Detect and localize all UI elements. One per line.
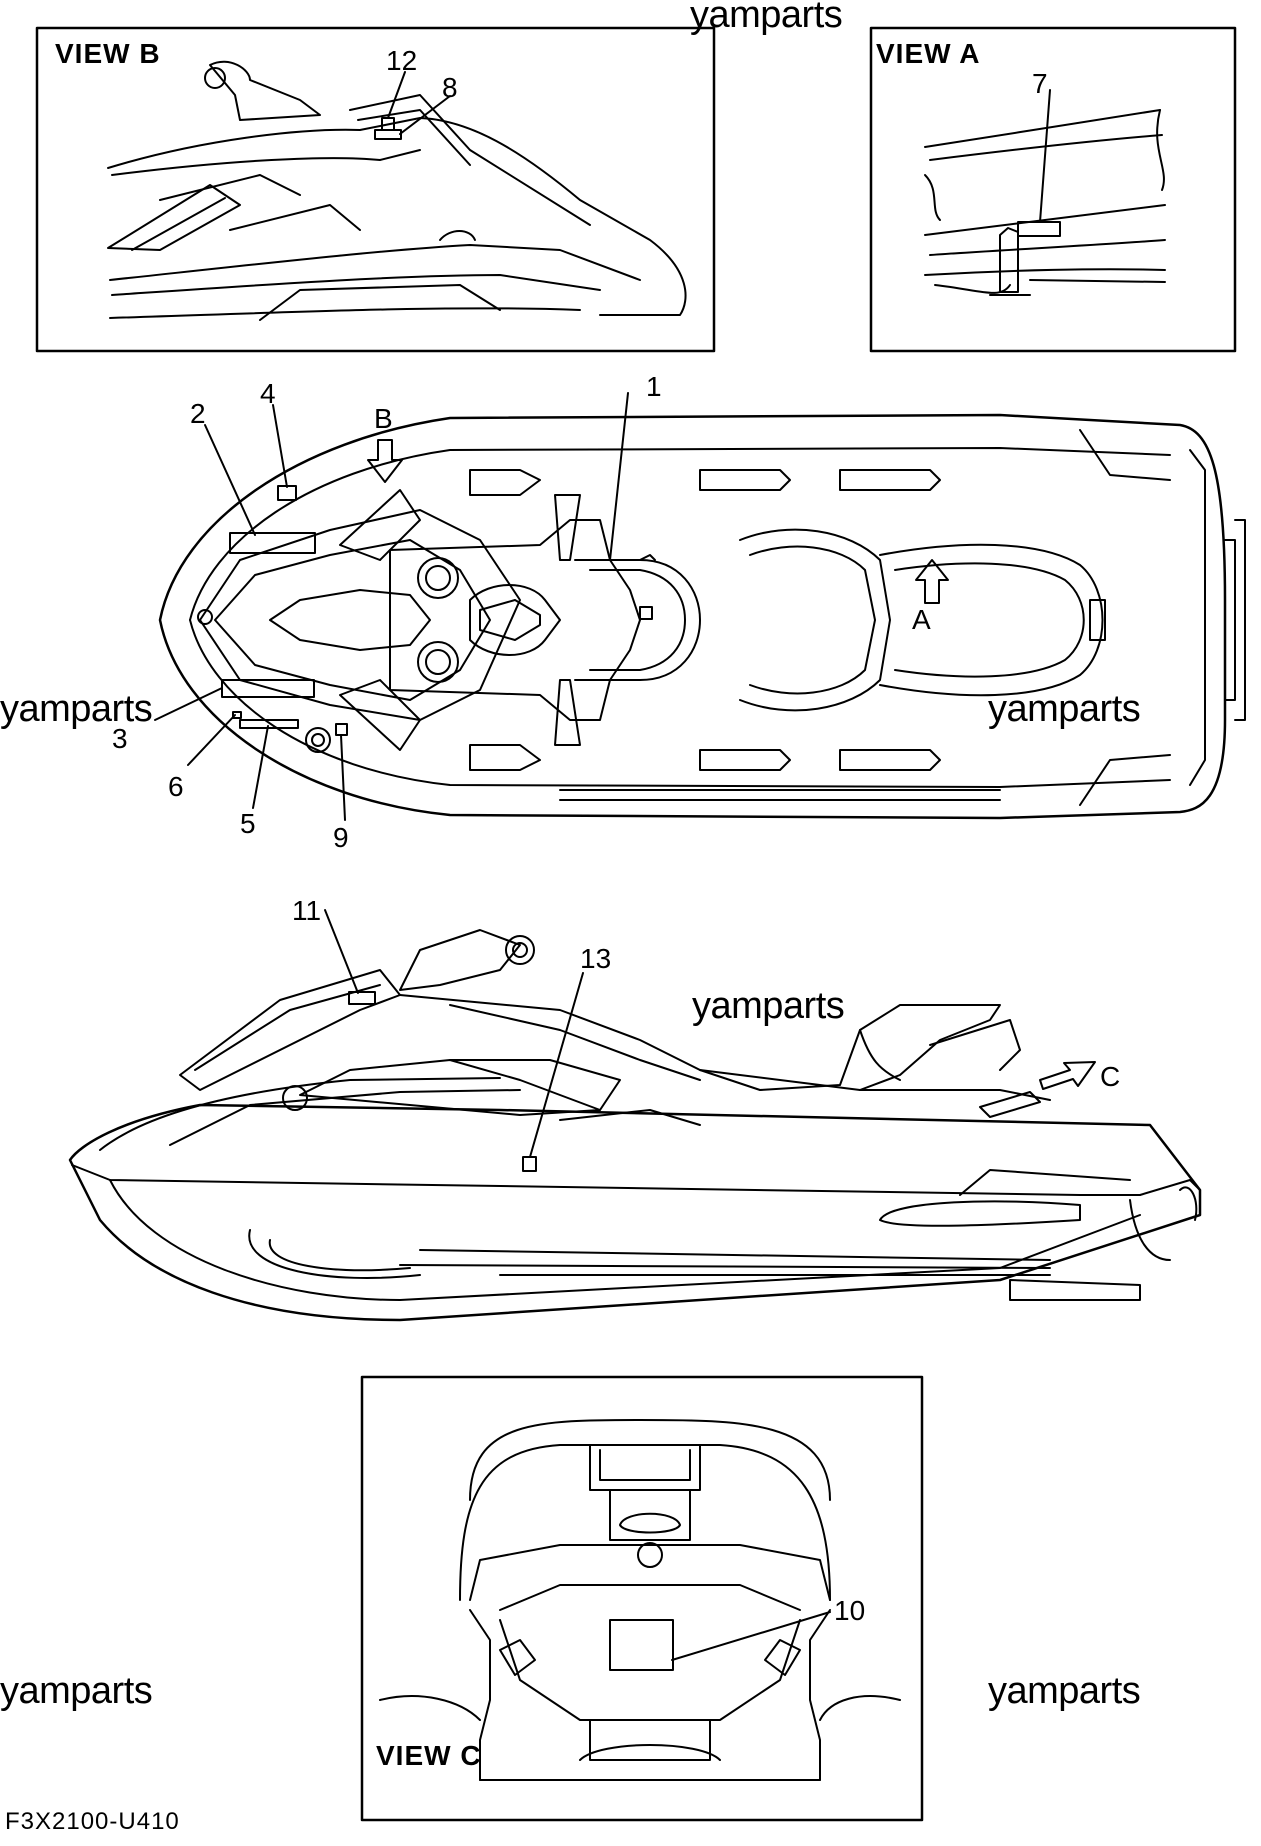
side-view-watercraft [68, 909, 1202, 1322]
watermark-right-mid: yamparts [988, 688, 1141, 730]
arrow-label-a: A [912, 604, 931, 635]
arrow-label-c: C [1100, 1061, 1121, 1092]
view-c-panel [360, 1375, 924, 1822]
watermark-center: yamparts [692, 985, 845, 1027]
callout-12: 12 [386, 45, 418, 76]
callout-9: 9 [333, 822, 349, 853]
callout-7: 7 [1032, 68, 1048, 99]
callout-6: 6 [168, 771, 184, 802]
watermark-left-mid: yamparts [0, 688, 153, 730]
view-b-panel [35, 26, 716, 353]
top-view-watercraft [154, 392, 1246, 821]
view-c-stern-drawing [379, 1419, 901, 1781]
watermark-bottom-right: yamparts [988, 1670, 1141, 1712]
callout-8: 8 [442, 72, 458, 103]
callout-4: 4 [260, 378, 276, 409]
view-b-title: VIEW B [55, 38, 161, 69]
figure-code: F3X2100-U410 [5, 1808, 180, 1835]
callout-13: 13 [580, 943, 612, 974]
callout-1: 1 [646, 371, 662, 402]
watermark-top: yamparts [690, 0, 843, 36]
callout-10: 10 [834, 1595, 866, 1626]
view-c-title: VIEW C [376, 1740, 482, 1771]
view-a-title: VIEW A [876, 38, 981, 69]
callout-3: 3 [112, 723, 128, 754]
callout-11: 11 [292, 895, 322, 926]
view-a-hull-drawing [924, 109, 1166, 296]
arrow-label-b: B [374, 403, 393, 434]
callout-5: 5 [240, 808, 256, 839]
callout-2: 2 [190, 398, 206, 429]
view-b-watercraft-drawing [107, 60, 687, 321]
view-a-panel [869, 26, 1237, 353]
watermark-bottom-left: yamparts [0, 1670, 153, 1712]
